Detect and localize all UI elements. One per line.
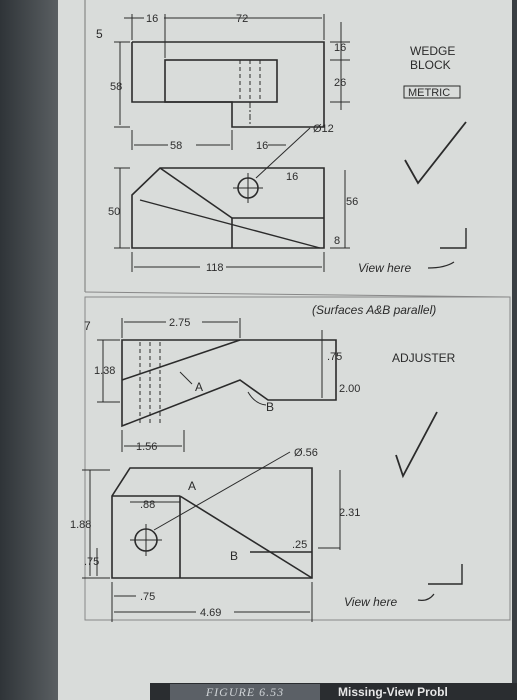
p7-view-here: View here: [344, 595, 397, 609]
p7-dim-dia56: Ø.56: [294, 447, 318, 459]
p7-note: (Surfaces A&B parallel): [312, 303, 436, 317]
p7-surface-b: B: [266, 400, 274, 414]
p5-dim-58-left: 58: [110, 81, 122, 93]
p5-leader-dia: [255, 127, 311, 179]
p7-dim-75-top: .75: [327, 351, 342, 363]
p7-checkmark: [395, 411, 438, 479]
p5-dim-26: 26: [334, 77, 346, 89]
p5-view-arrow: [427, 261, 455, 269]
p7-leader-dia: [153, 451, 291, 531]
p7-front-view: [111, 467, 313, 579]
p7-surface-b-front: B: [230, 549, 238, 563]
p5-dim-50: 50: [108, 206, 120, 218]
p7-leader-a: [179, 371, 193, 385]
p7-view-bracket: [428, 564, 463, 585]
page-edge-shadow: [0, 0, 58, 700]
p5-dim-118: 118: [206, 262, 224, 274]
p7-dim-156: 1.56: [136, 441, 157, 453]
p5-problem-number: 5: [96, 27, 103, 41]
p5-top-view: [131, 41, 325, 128]
p7-problem-number: 7: [84, 319, 91, 333]
p7-surface-a: A: [195, 380, 203, 394]
p7-title: ADJUSTER: [392, 351, 456, 365]
p7-dim-188: 1.88: [70, 519, 91, 531]
p7-dim-469: 4.69: [200, 607, 221, 619]
p5-checkmark: [404, 121, 467, 185]
p7-dim-275: 2.75: [169, 317, 190, 329]
p5-dim-16-top: 16: [146, 13, 158, 25]
p7-dim-25: .25: [292, 539, 307, 551]
figure-label: FIGURE 6.53: [170, 684, 320, 700]
p5-front-view: [131, 167, 325, 249]
p5-dim-16-mid: 16: [256, 140, 268, 152]
p7-view-arrow: [417, 593, 435, 601]
p5-wedge-slope: [139, 199, 321, 249]
p7-dim-75-bottom: .75: [140, 591, 155, 603]
p7-frame: [84, 296, 511, 621]
p7-leader-b: [247, 391, 267, 406]
p5-dim-56: 56: [346, 196, 358, 208]
p7-surface-a-front: A: [188, 479, 196, 493]
p5-units-badge: METRIC: [408, 87, 450, 99]
p7-dim-75-left: .75: [84, 556, 99, 568]
p7-top-view: [121, 339, 337, 428]
p7-dim-231: 2.31: [339, 507, 360, 519]
p7-dim-88: .88: [140, 499, 155, 511]
figure-caption: Missing-View Probl: [338, 685, 448, 699]
p5-view-bracket: [440, 228, 467, 249]
p5-dim-72: 72: [236, 13, 248, 25]
p5-metric-box: [403, 85, 461, 99]
p5-title-line2: BLOCK: [410, 58, 451, 72]
p5-dim-dia12: Ø12: [313, 123, 334, 135]
p7-dim-200: 2.00: [339, 383, 360, 395]
p5-title-line1: WEDGE: [410, 44, 455, 58]
p5-dim-16-right: 16: [334, 42, 346, 54]
p5-dim-16-hole: 16: [286, 171, 298, 183]
frame-divider: [84, 291, 511, 298]
p5-dim-8: 8: [334, 235, 340, 247]
p5-view-here: View here: [358, 261, 411, 275]
p7-dim-138: 1.38: [94, 365, 115, 377]
p5-dim-58-bottom: 58: [170, 140, 182, 152]
